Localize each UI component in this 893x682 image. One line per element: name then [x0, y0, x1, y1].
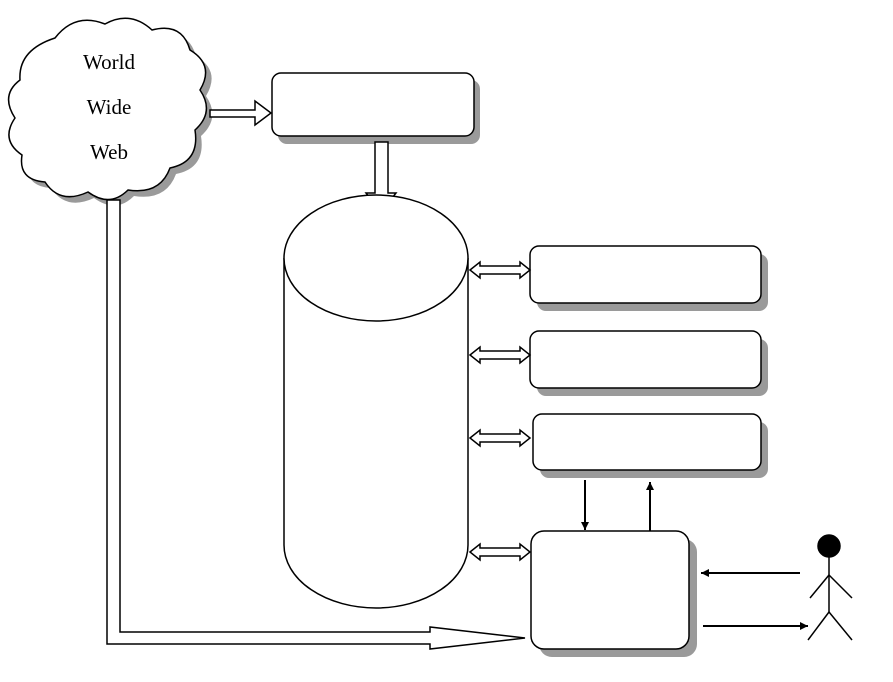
side-box-3-body — [532, 413, 762, 471]
double-arrow-box-1 — [468, 260, 532, 280]
double-arrow-box-2 — [468, 345, 532, 365]
side-box-2-body — [529, 330, 762, 389]
web-to-interface-path — [106, 199, 526, 650]
side-box-3 — [532, 413, 768, 478]
interface-box — [530, 530, 697, 657]
user-leg-right — [828, 611, 853, 641]
cloud-label-wide: Wide — [87, 95, 132, 119]
user-head — [817, 534, 841, 558]
user-leg-left — [807, 611, 830, 641]
double-arrow-interface-box — [468, 542, 532, 562]
side-box-1 — [529, 245, 768, 311]
cloud-label-world: World — [83, 50, 135, 74]
world-wide-web-cloud: World Wide Web — [7, 17, 213, 206]
database-top — [283, 194, 469, 322]
side-box-1-body — [529, 245, 762, 304]
cloud-label-web: Web — [90, 140, 128, 164]
cloud-to-top-box-arrow — [209, 99, 273, 127]
side-box-2 — [529, 330, 768, 396]
database-cylinder — [283, 194, 469, 609]
user-arm-left — [809, 574, 830, 599]
database-body — [283, 258, 469, 609]
interface-box-body — [530, 530, 690, 650]
top-box — [271, 72, 480, 144]
double-arrow-box-3 — [468, 428, 532, 448]
user-arm-right — [828, 574, 853, 599]
user-figure — [807, 534, 853, 641]
cloud-shape — [7, 17, 208, 201]
top-box-body — [271, 72, 475, 137]
